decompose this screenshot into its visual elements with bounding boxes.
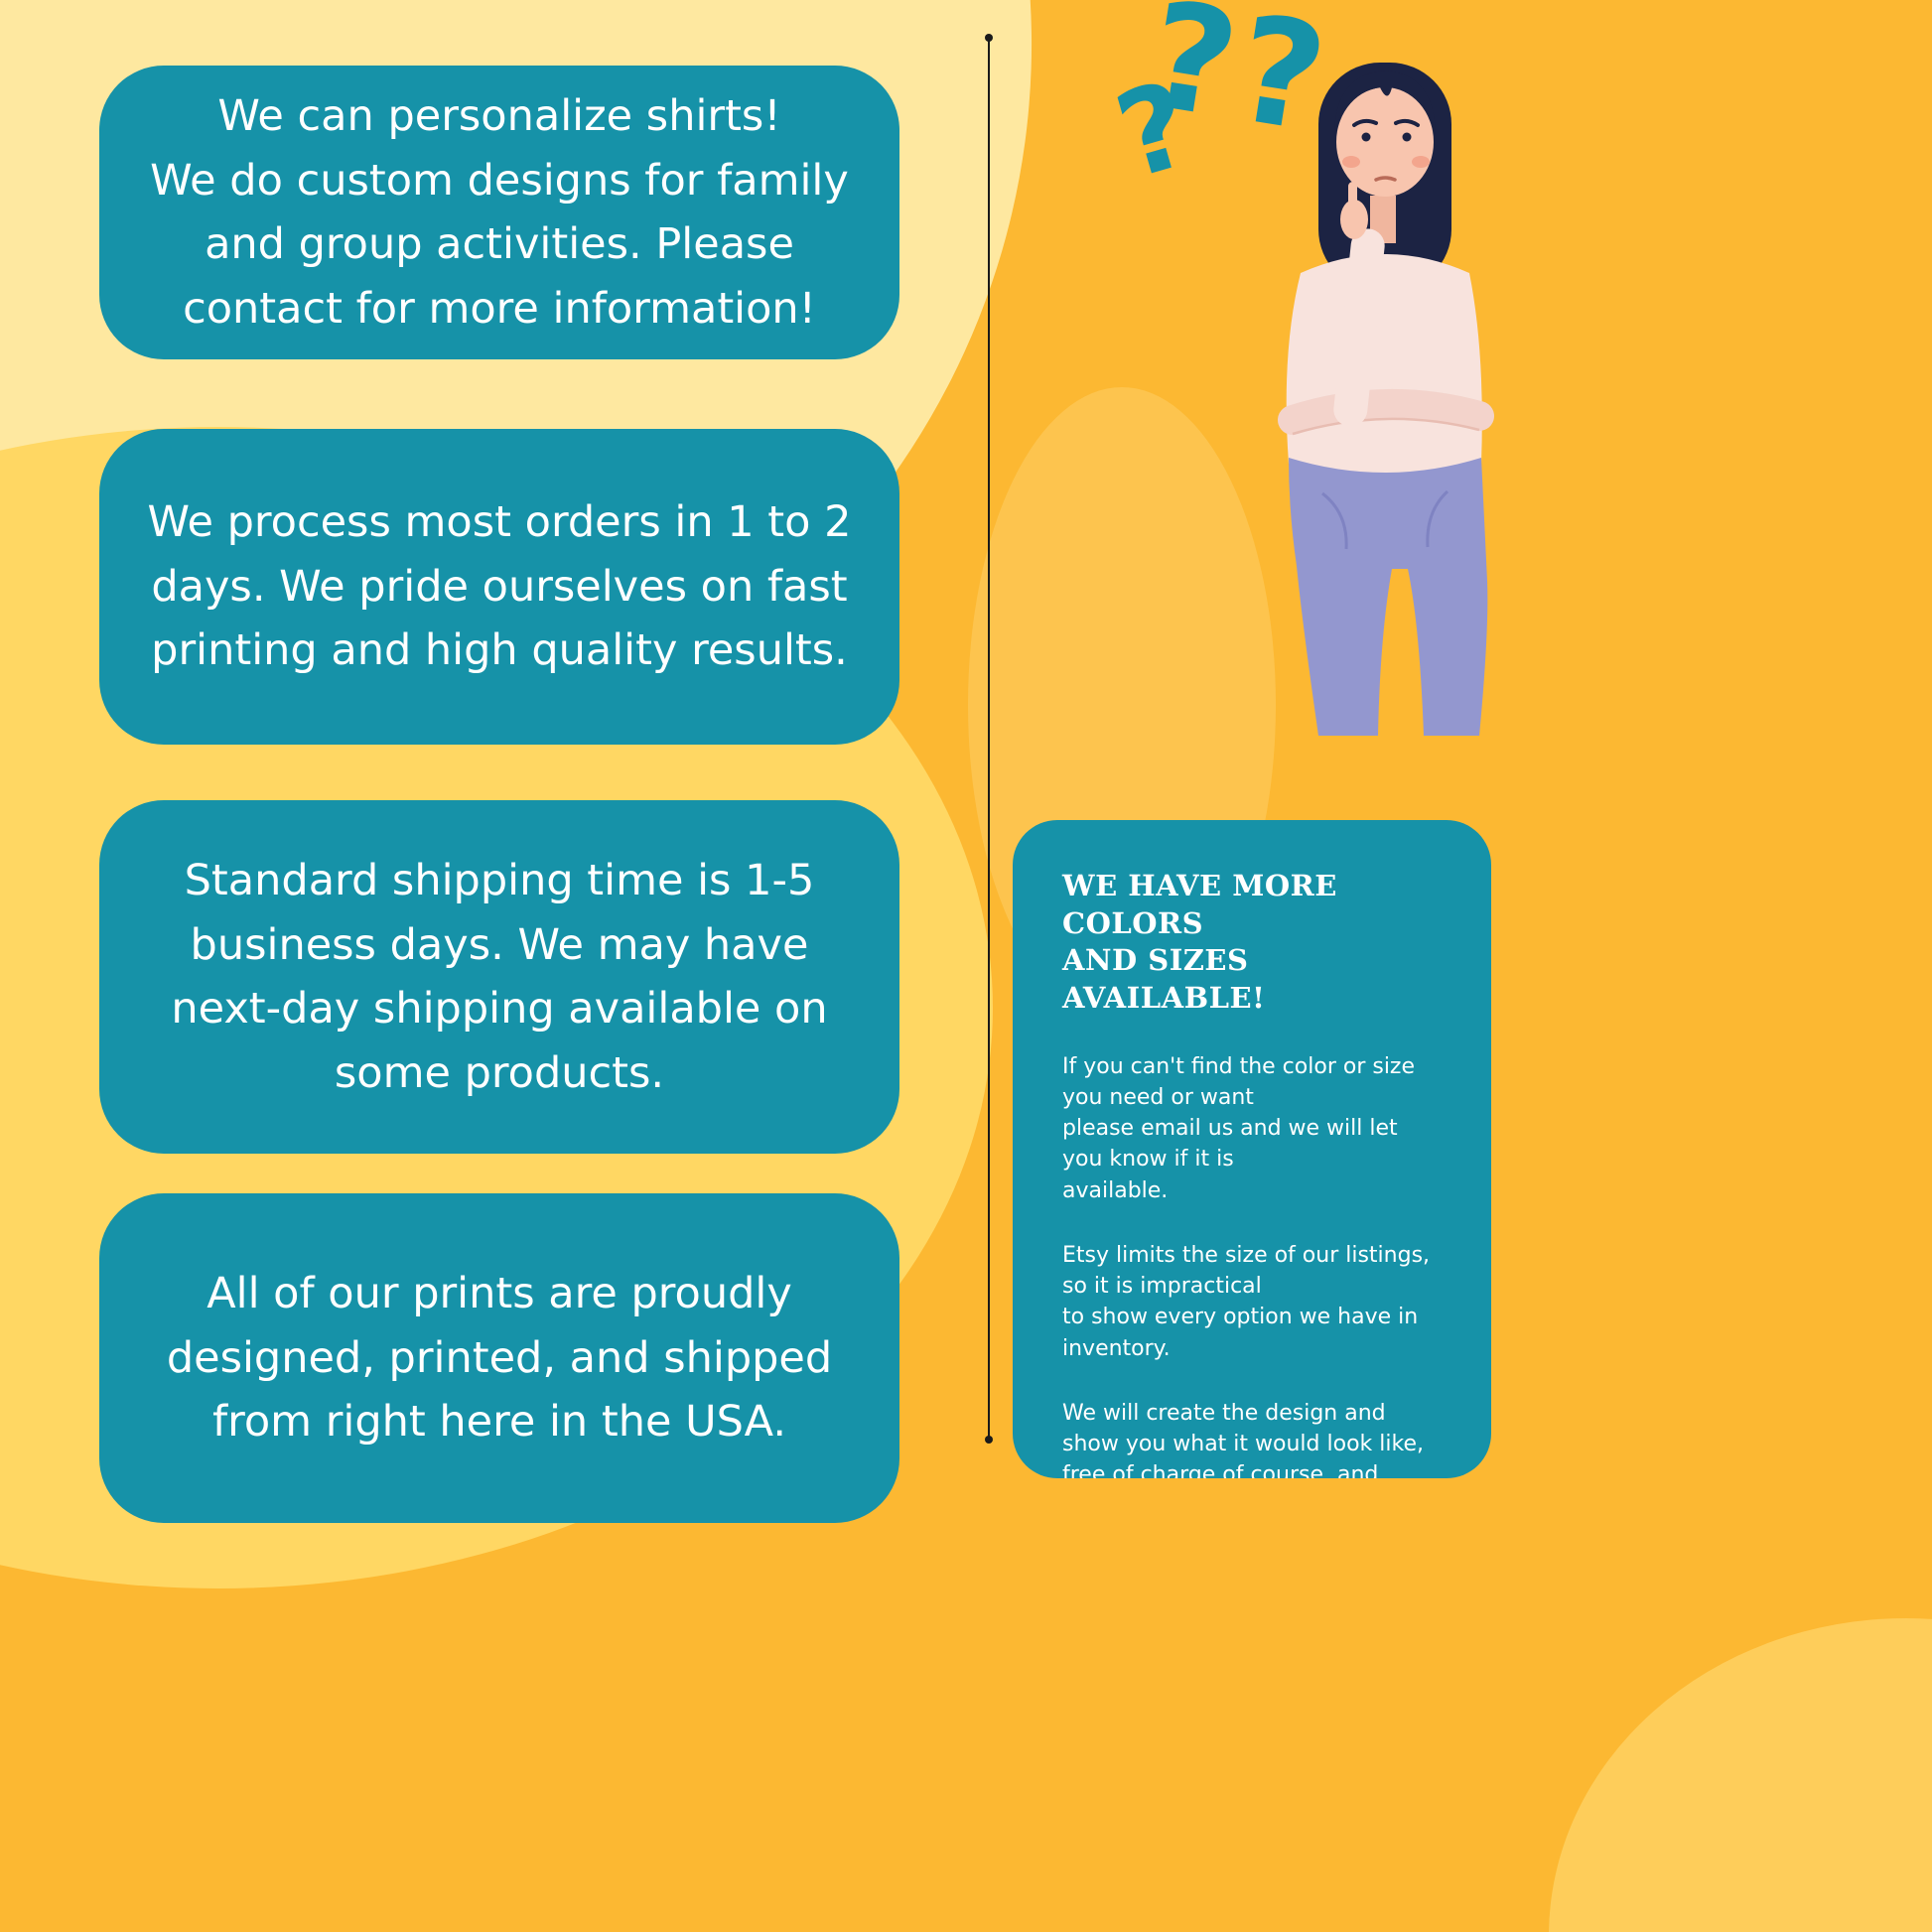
mouth bbox=[1374, 176, 1397, 182]
pants bbox=[1289, 458, 1488, 736]
bubble-processing-text: We process most orders in 1 to 2 days. W… bbox=[147, 497, 852, 676]
eyebrow-right bbox=[1394, 118, 1420, 127]
eye-right bbox=[1402, 132, 1412, 142]
eyebrow-left bbox=[1352, 118, 1378, 127]
bubble-shipping-text: Standard shipping time is 1-5 business d… bbox=[171, 856, 828, 1098]
more-colors-info-panel: WE HAVE MORE COLORS AND SIZES AVAILABLE!… bbox=[1013, 820, 1491, 1478]
sweater bbox=[1286, 254, 1482, 479]
raised-forearm bbox=[1333, 228, 1385, 427]
bubble-made-in-usa: All of our prints are proudly designed, … bbox=[99, 1193, 899, 1523]
pocket-seam-right bbox=[1426, 489, 1449, 548]
background-blob-corner bbox=[1549, 1618, 1932, 1932]
info-panel-paragraph-etsy: Etsy limits the size of our listings, so… bbox=[1062, 1242, 1431, 1361]
bangs bbox=[1334, 70, 1436, 136]
pocket-seam-left bbox=[1321, 491, 1348, 550]
info-panel-heading: WE HAVE MORE COLORS AND SIZES AVAILABLE! bbox=[1062, 869, 1337, 1016]
finger bbox=[1348, 182, 1357, 217]
thinking-woman-illustration bbox=[1278, 63, 1494, 736]
info-panel-paragraph-approval: We will create the design and show you w… bbox=[1062, 1400, 1424, 1478]
face bbox=[1336, 87, 1434, 197]
arm-seam bbox=[1292, 417, 1480, 436]
bubble-personalize-shirts: We can personalize shirts! We do custom … bbox=[99, 66, 899, 359]
crossed-arm bbox=[1278, 389, 1494, 435]
bubble-usa-text: All of our prints are proudly designed, … bbox=[166, 1269, 833, 1448]
bubble-order-processing: We process most orders in 1 to 2 days. W… bbox=[99, 429, 899, 745]
hand bbox=[1340, 200, 1368, 239]
info-panel-paragraph-colors: If you can't find the color or size you … bbox=[1062, 1053, 1416, 1203]
vertical-divider bbox=[985, 34, 993, 1444]
blush-left bbox=[1342, 156, 1360, 168]
bubble-personalize-text: We can personalize shirts! We do custom … bbox=[150, 91, 849, 334]
blush-right bbox=[1412, 156, 1430, 168]
eye-left bbox=[1361, 132, 1371, 142]
bubble-shipping-time: Standard shipping time is 1-5 business d… bbox=[99, 800, 899, 1154]
